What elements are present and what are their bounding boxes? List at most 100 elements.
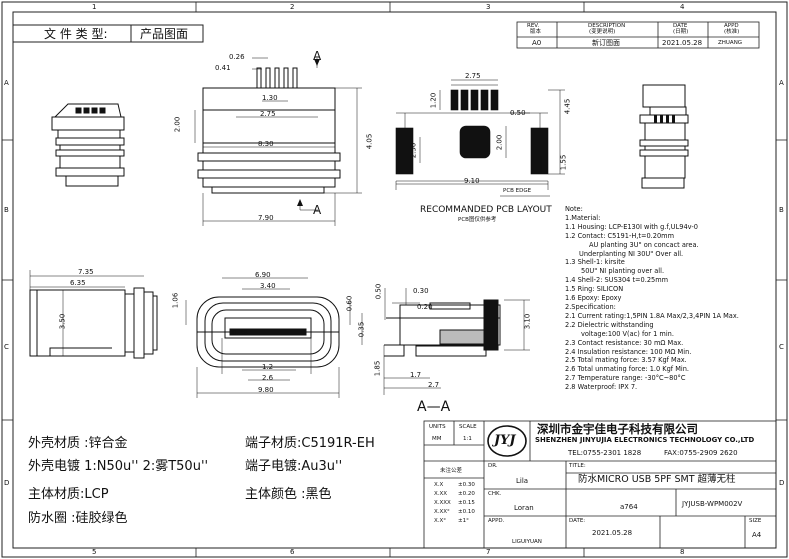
col-5: 5 — [92, 548, 97, 556]
side-dim-3-50: 3.50 — [58, 313, 67, 330]
tol-key: X.XXX — [434, 500, 451, 506]
front-dim-0-60: 0.60 — [345, 295, 354, 312]
sec-dim-0-30: 0.30 — [413, 287, 429, 295]
pcb-dim-0-50: 0.50 — [510, 109, 526, 117]
note-line: 1.6 Epoxy: Epoxy — [565, 294, 622, 303]
pcb-edge-label: PCB EDGE — [503, 188, 532, 194]
desc-col-header: DESCRIPTION — [588, 23, 626, 29]
side-dim-7-35: 7.35 — [78, 268, 94, 276]
title-label: TITLE: — [569, 463, 586, 469]
terminal-material: 端子材质:C5191R-EH — [245, 436, 375, 451]
col-7: 7 — [486, 548, 491, 556]
tol-key: X.X — [434, 482, 444, 488]
note-line: 1.1 Housing: LCP-E130I with g.f,UL94v-0 — [565, 222, 698, 231]
note-line: Underplanting NI 30U" Over all. — [579, 249, 684, 258]
dim-8-30: 8.30 — [258, 140, 274, 148]
units-label: UNITS — [429, 424, 446, 430]
tol-key: X.XX — [434, 491, 448, 497]
rev-col-header-cn: 版本 — [530, 29, 542, 35]
pcb-dim-1-20: 1.20 — [429, 92, 438, 109]
iso-view-left — [51, 103, 125, 187]
body-material: 主体材质:LCP — [28, 487, 109, 502]
logo-text: JYJ — [494, 433, 516, 448]
front-view — [196, 296, 340, 368]
sec-dim-1-85: 1.85 — [373, 360, 382, 377]
note-line: 2.2 Dielectric withstanding — [565, 320, 654, 329]
front-dim-0-38: 0.38 — [232, 329, 248, 337]
tol-key: X.X° — [434, 518, 447, 524]
row-d: D — [4, 479, 10, 487]
scale-label: SCALE — [459, 424, 477, 430]
date-label: DATE: — [569, 518, 586, 524]
company-logo — [487, 425, 527, 457]
desc-col-header-cn: (变更说明) — [589, 29, 616, 35]
row-b-right: B — [779, 206, 784, 214]
sec-dim-0-50: 0.50 — [374, 283, 383, 300]
mark-value: a764 — [620, 503, 638, 511]
note-line: 1.4 Shell-2: SUS304 t=0.25mm — [565, 276, 669, 285]
note-line: 2.3 Contact resistance: 30 mΩ Max. — [565, 338, 684, 347]
chk-value: Loran — [514, 504, 534, 512]
units-value: MM — [432, 436, 442, 442]
pcb-dim-2-00: 2.00 — [495, 134, 504, 151]
drawing-title: 防水MICRO USB 5PF SMT 超薄无柱 — [578, 474, 736, 485]
doc-type-label: 文 件 类 型: — [44, 27, 108, 41]
pcb-dim-4-45: 4.45 — [563, 98, 572, 115]
sec-dim-0-20: 0.20 — [417, 303, 433, 311]
note-line: 2.4 Insulation resistance: 100 MΩ Min. — [565, 347, 692, 356]
date-col-header: DATE — [673, 23, 688, 29]
notes-block: Note: 1.Material: 1.1 Housing: LCP-E130I… — [565, 205, 775, 392]
appd-col-header-cn: (核准) — [724, 29, 740, 35]
note-line: 50U" NI planting over all. — [581, 267, 665, 276]
sec-dim-3-10: 3.10 — [523, 313, 532, 330]
dim-1-30: 1.30 — [262, 94, 278, 102]
pcb-dim-2-75: 2.75 — [465, 72, 481, 80]
note-line: 1.3 Shell-1: kirsite — [565, 258, 625, 267]
col-8: 8 — [680, 548, 685, 556]
appd-value: ZHUANG — [718, 40, 743, 46]
pcb-dim-9-10: 9.10 — [464, 177, 480, 185]
section-mark-top: A — [313, 49, 322, 63]
pcb-dim-1-55: 1.55 — [559, 154, 568, 171]
col-2: 2 — [290, 3, 295, 11]
dim-7-90: 7.90 — [258, 214, 274, 222]
date-col-header-cn: (日期) — [673, 29, 689, 35]
doc-type-value: 产品图面 — [140, 27, 189, 41]
size-label: SIZE — [749, 518, 762, 524]
sec-dim-2-7: 2.7 — [428, 381, 440, 389]
pcb-dim-2-50: 2.50 — [409, 142, 418, 159]
shell-plating: 外壳电镀 1:N50u'' 2:雾T50u'' — [28, 459, 209, 474]
date-value: 2021.05.28 — [662, 39, 703, 47]
pcb-layout-title: RECOMMANDED PCB LAYOUT — [420, 205, 552, 215]
ring-material: 防水圈 :硅胶绿色 — [28, 511, 128, 526]
desc-value: 新订图面 — [592, 39, 620, 47]
tol-val: ±0.15 — [458, 500, 475, 506]
dim-0-41: 0.41 — [215, 64, 231, 72]
appd-label: APPD. — [488, 518, 505, 524]
note-line: 1.5 Ring: SILICON — [565, 285, 624, 294]
sec-dim-1-7: 1.7 — [410, 371, 422, 379]
front-dim-3-40: 3.40 — [260, 282, 276, 290]
dim-4-05: 4.05 — [365, 133, 374, 150]
drawing-number: JYJUSB-WPM002V — [682, 500, 743, 508]
col-6: 6 — [290, 548, 295, 556]
note-line: 2.6 Total unmating force: 1.0 Kgf Min. — [565, 365, 690, 374]
side-dim-6-35: 6.35 — [70, 279, 86, 287]
tol-val: ±0.10 — [458, 509, 475, 515]
section-mark-bottom: A — [313, 203, 322, 217]
chk-label: CHK. — [488, 491, 502, 497]
company-name-cn: 深圳市金宇佳电子科技有限公司 — [537, 422, 698, 436]
row-c-right: C — [779, 343, 784, 351]
appd-col-header: APPD — [724, 23, 739, 29]
terminal-plating: 端子电镀:Au3u'' — [245, 459, 343, 474]
front-dim-9-80: 9.80 — [258, 386, 274, 394]
note-line: 1.2 Contact: C5191-H,t=0.20mm — [565, 231, 675, 240]
shell-material: 外壳材质 :锌合金 — [28, 436, 128, 451]
row-a-right: A — [779, 79, 784, 87]
date-value: 2021.05.28 — [592, 529, 633, 537]
dim-2-00: 2.00 — [173, 116, 182, 133]
rev-col-header: REV. — [527, 23, 540, 29]
side-view-right — [639, 84, 689, 189]
